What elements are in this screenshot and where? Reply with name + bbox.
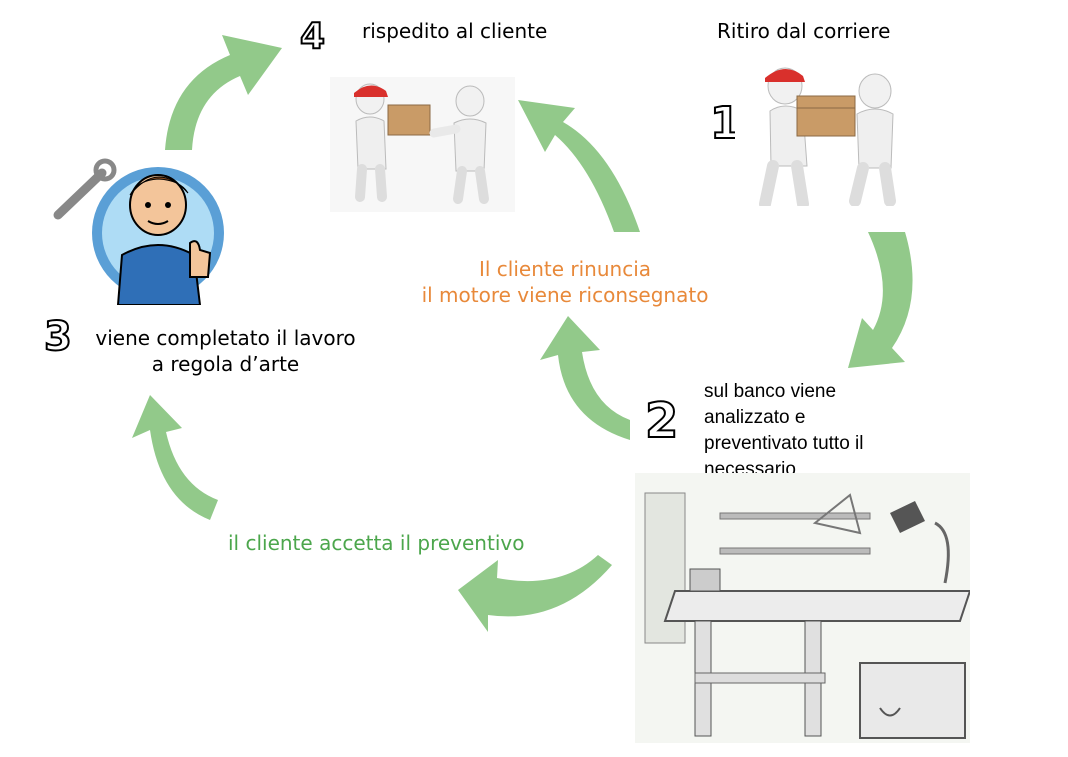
courier-carrying-box-icon — [735, 56, 905, 206]
box-handover-icon — [330, 77, 515, 212]
step-2-number: 2 — [644, 393, 679, 449]
step-4: 4 rispedito al cliente — [295, 12, 575, 217]
mechanic-thumbs-up-icon — [53, 158, 224, 305]
arrow-1-to-2 — [848, 232, 913, 368]
step-3-number: 3 — [43, 314, 73, 360]
step-2-label-line-1: sul banco viene — [704, 381, 837, 402]
step-3-label-line-2: a regola d’arte — [151, 352, 300, 376]
step-2: 2 sul banco viene analizzato e preventiv… — [635, 375, 975, 750]
step-3: 3 viene completato il lavoro a regola d’… — [30, 155, 390, 385]
arrow-3-to-4 — [165, 35, 282, 150]
refuse-branch-line-1: Il cliente rinuncia — [478, 257, 652, 281]
arrow-2-to-accept — [458, 555, 612, 632]
refuse-branch-label: Il cliente rinuncia il motore viene rico… — [395, 256, 735, 308]
step-1: Ritiro dal corriere 1 — [700, 18, 960, 218]
workbench-icon — [635, 473, 970, 743]
step-3-label: viene completato il lavoro a regola d’ar… — [88, 325, 363, 377]
arrow-accept-to-3 — [132, 395, 218, 520]
arrow-2-to-refuse — [540, 316, 630, 440]
step-4-label: rispedito al cliente — [362, 19, 548, 43]
step-4-number: 4 — [299, 15, 326, 58]
step-2-label-line-2: analizzato e — [704, 407, 806, 428]
step-2-label-line-3: preventivato tutto il — [704, 433, 864, 454]
accept-branch-label: il cliente accetta il preventivo — [228, 531, 525, 555]
arrow-refuse-to-4 — [518, 100, 640, 232]
step-1-label: Ritiro dal corriere — [717, 19, 891, 43]
refuse-branch-line-2: il motore viene riconsegnato — [421, 283, 709, 307]
step-3-label-line-1: viene completato il lavoro — [95, 326, 356, 350]
step-2-label: sul banco viene analizzato e preventivat… — [704, 379, 964, 483]
